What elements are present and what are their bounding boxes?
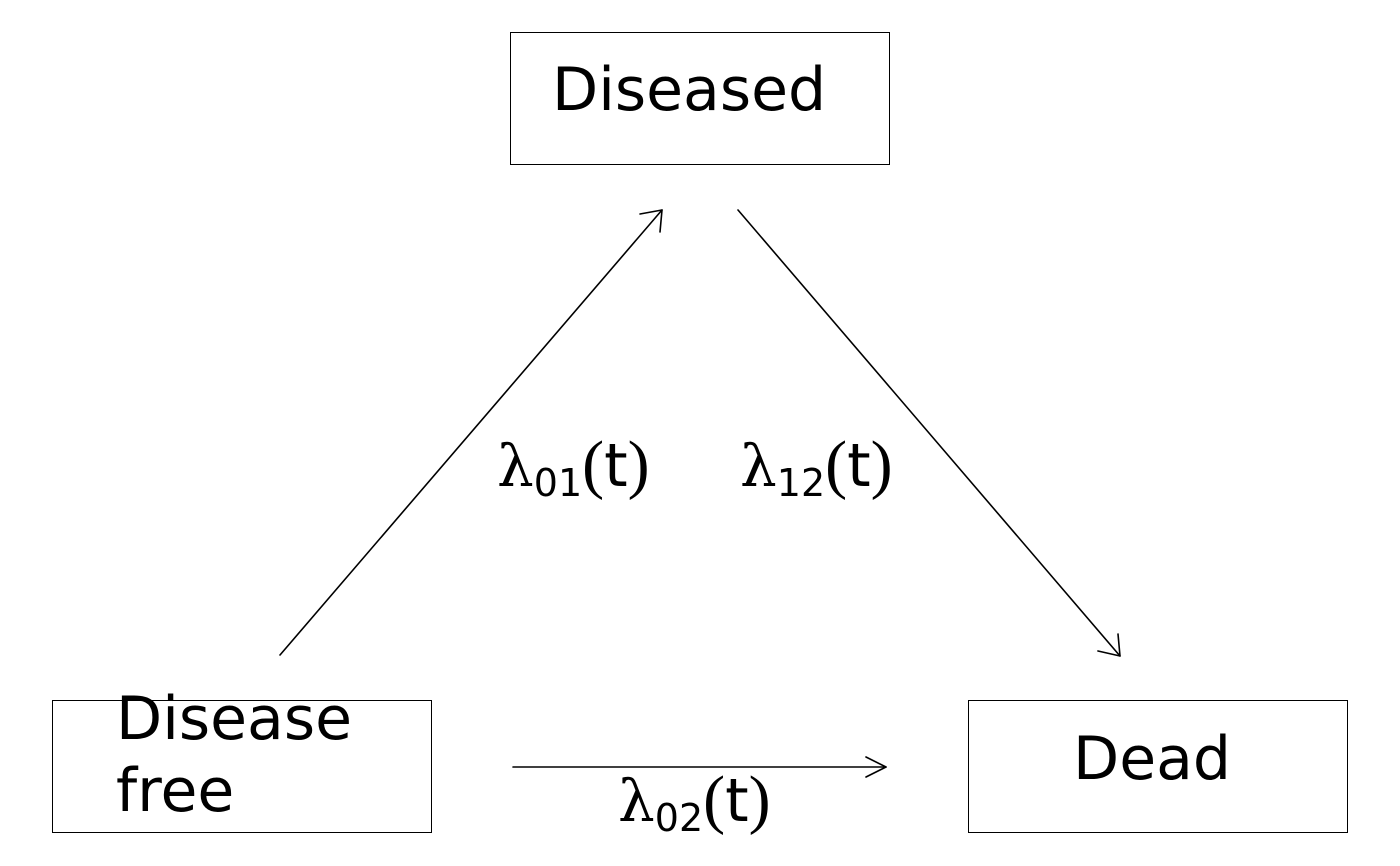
state-box-disease-free: [52, 700, 432, 833]
state-label-disease-free-line2: free: [116, 756, 235, 826]
state-label-dead: Dead: [1073, 724, 1231, 794]
rate-01-time-var: t: [604, 431, 628, 501]
rate-12-lambda: λ: [740, 432, 777, 500]
rate-label-02: λ02(t): [618, 766, 771, 838]
rate-02-time-var: t: [725, 766, 749, 836]
state-box-dead: [968, 700, 1348, 833]
rate-01-lambda: λ: [497, 432, 534, 500]
state-label-disease-free: Disease free: [116, 683, 352, 827]
rate-01-open-paren: (: [582, 428, 605, 501]
arrow-free-to-dead: [512, 756, 887, 778]
rate-02-lambda: λ: [618, 767, 655, 835]
rate-01-subscript: 01: [533, 461, 583, 505]
rate-12-close-paren: ): [870, 428, 893, 501]
rate-01-close-paren: ): [627, 428, 650, 501]
rate-label-12: λ12(t): [740, 431, 893, 503]
arrow-free-to-diseased: [279, 209, 663, 656]
rate-02-subscript: 02: [654, 796, 704, 840]
rate-02-open-paren: (: [703, 763, 726, 836]
rate-02-close-paren: ): [748, 763, 771, 836]
rate-label-01: λ01(t): [497, 431, 650, 503]
state-box-diseased: [510, 32, 890, 165]
state-label-disease-free-line1: Disease: [116, 684, 352, 754]
rate-12-open-paren: (: [825, 428, 848, 501]
rate-12-subscript: 12: [776, 461, 826, 505]
rate-12-time-var: t: [847, 431, 871, 501]
arrow-diseased-to-dead: [737, 209, 1121, 657]
state-label-diseased: Diseased: [552, 55, 827, 125]
